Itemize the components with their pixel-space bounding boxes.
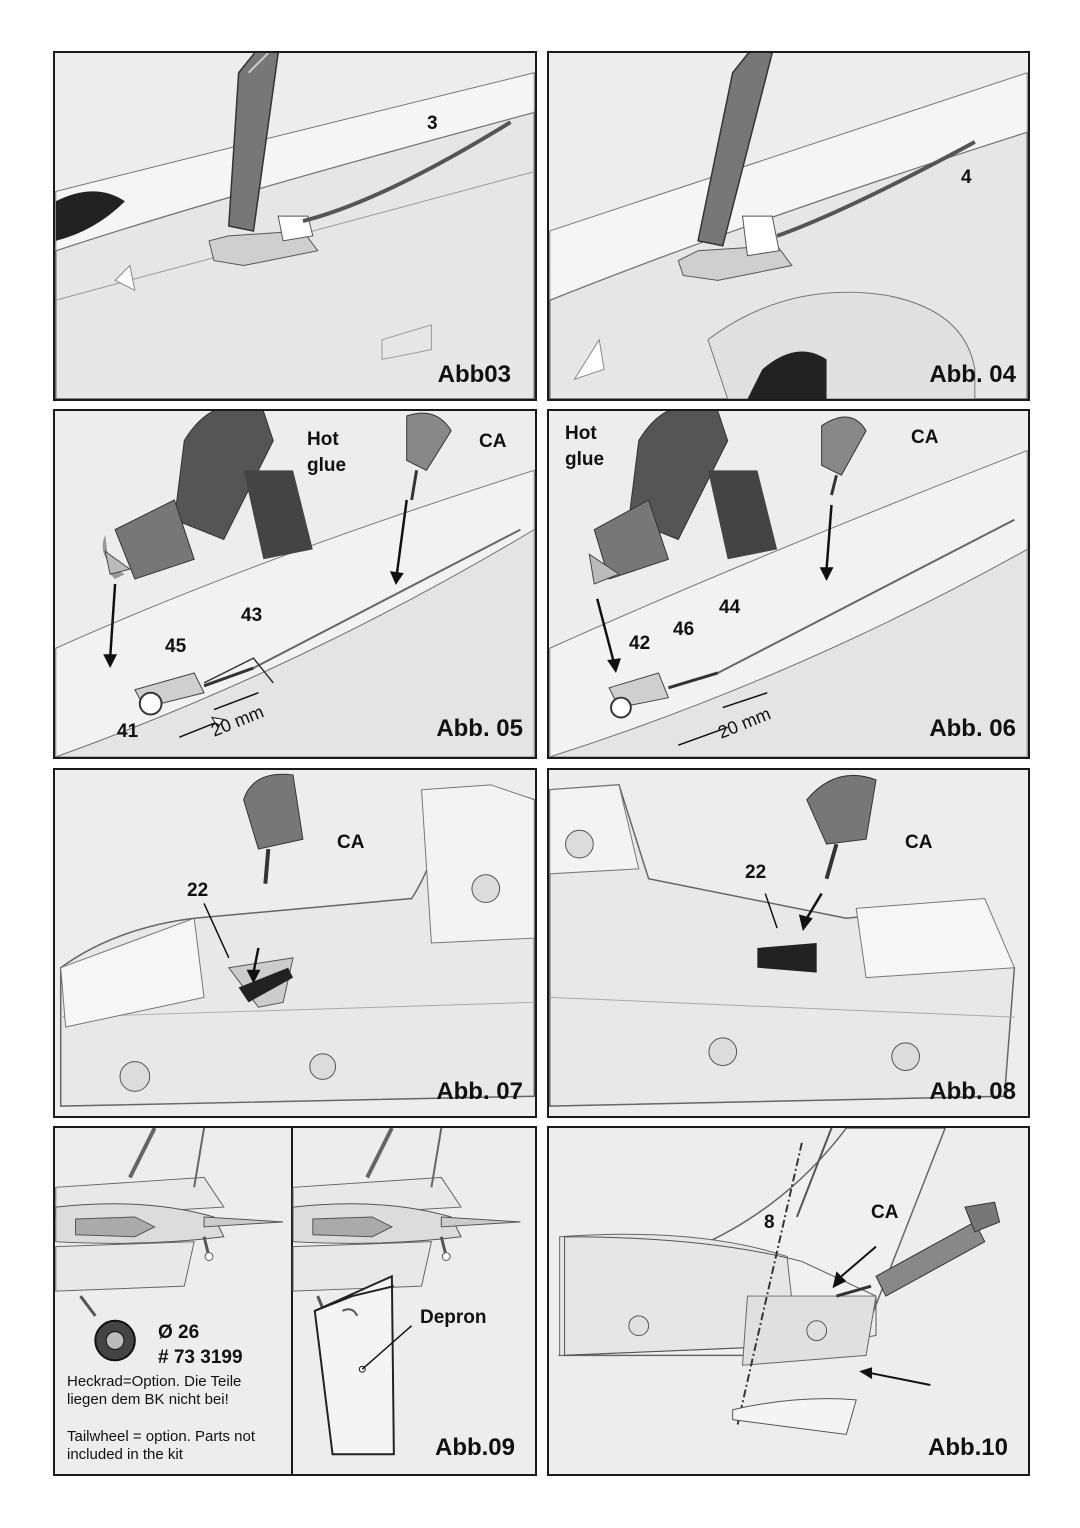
part-label-4: 4 xyxy=(961,167,972,188)
figure-caption: Abb. 08 xyxy=(929,1078,1016,1105)
figure-abb09: Ø 26 # 73 3199 Heckrad=Option. Die Teile… xyxy=(53,1126,537,1476)
fin-gluing-illustration xyxy=(557,1128,1001,1436)
figure-abb08: CA 22 Abb. 08 xyxy=(547,768,1030,1118)
hot-glue-label-line2: glue xyxy=(307,455,347,476)
figure-abb03: 3 Abb03 xyxy=(53,51,537,401)
part-label-22: 22 xyxy=(745,862,767,883)
figure-caption: Abb. 04 xyxy=(929,361,1016,388)
figure-abb06: Hot glue CA 42 46 44 20 mm Abb. 06 xyxy=(547,409,1030,759)
part-label-46: 46 xyxy=(673,619,695,640)
figure-caption: Abb. 06 xyxy=(929,715,1016,742)
depron-label: Depron xyxy=(420,1307,487,1328)
fuselage-bracket-illustration xyxy=(59,773,535,1107)
ca-label: CA xyxy=(871,1202,899,1223)
tailwheel-illustration xyxy=(55,1128,521,1456)
figure-caption: Abb.10 xyxy=(927,1434,1008,1461)
ca-label: CA xyxy=(911,427,939,448)
part-label-43: 43 xyxy=(241,605,263,626)
note-german: Heckrad=Option. Die Teile liegen dem BK … xyxy=(67,1373,242,1408)
figure-caption: Abb.09 xyxy=(434,1434,515,1461)
figure-abb10: 8 CA Abb.10 xyxy=(547,1126,1030,1476)
part-label-45: 45 xyxy=(165,636,187,657)
fuselage-slot-illustration xyxy=(55,53,535,399)
figure-abb07: CA 22 Abb. 07 xyxy=(53,768,537,1118)
figure-caption: Abb03 xyxy=(437,361,511,388)
fuselage-bracket-illustration xyxy=(549,774,1016,1107)
hot-glue-label-line1: Hot xyxy=(307,429,339,450)
part-label-44: 44 xyxy=(719,597,741,618)
figure-abb04: 4 Abb. 04 xyxy=(547,51,1030,401)
part-label-41: 41 xyxy=(117,721,139,742)
part-label-42: 42 xyxy=(629,633,651,654)
panel-divider xyxy=(291,1128,293,1474)
figure-abb05: Hot glue CA 43 45 41 20 mm Abb. 05 xyxy=(53,409,537,759)
figure-caption: Abb. 07 xyxy=(436,1078,523,1105)
part-label-3: 3 xyxy=(427,113,438,134)
part-label-22: 22 xyxy=(187,880,209,901)
glue-application-illustration xyxy=(549,411,1028,757)
ca-label: CA xyxy=(905,832,933,853)
hot-glue-label-line2: glue xyxy=(565,449,605,470)
part-label-8: 8 xyxy=(764,1212,775,1233)
diameter-label: Ø 26 xyxy=(158,1322,200,1343)
ca-label: CA xyxy=(337,832,365,853)
figure-caption: Abb. 05 xyxy=(436,715,523,742)
fuselage-slot-illustration xyxy=(549,53,1028,399)
ca-label: CA xyxy=(479,431,507,452)
note-english: Tailwheel = option. Parts not included i… xyxy=(67,1428,256,1463)
part-number-label: # 73 3199 xyxy=(158,1347,243,1368)
glue-application-illustration xyxy=(55,411,535,757)
hot-glue-label-line1: Hot xyxy=(565,423,597,444)
